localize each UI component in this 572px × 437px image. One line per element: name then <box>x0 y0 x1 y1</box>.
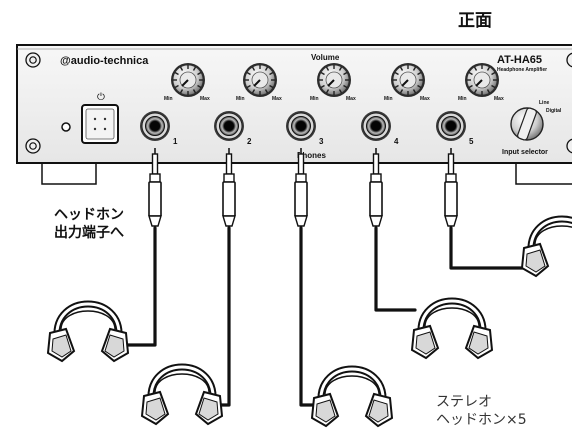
volume-min-label: Min <box>384 96 393 102</box>
cable-5 <box>449 226 532 270</box>
headphone-icon <box>48 304 128 361</box>
headphone-jack-2[interactable] <box>213 110 245 142</box>
power-button[interactable] <box>81 104 119 144</box>
power-icon: ⏻ <box>97 92 105 103</box>
headphone-jack-5[interactable] <box>435 110 467 142</box>
screw-icon <box>25 52 41 68</box>
screw-icon <box>25 138 41 154</box>
volume-label: Volume <box>311 53 340 62</box>
volume-knob-2[interactable] <box>242 62 278 98</box>
page-title: 正面 <box>458 11 492 31</box>
volume-max-label: Max <box>200 96 210 102</box>
jack-number-label: 2 <box>247 137 252 146</box>
screw-icon <box>566 52 572 68</box>
phones-label: Phones <box>297 151 326 160</box>
cable-4 <box>374 226 417 312</box>
headphone-icon <box>522 219 572 276</box>
headphone-jack-1[interactable] <box>139 110 171 142</box>
input-option-line: Line <box>539 100 549 106</box>
callout-line-2: 出力端子へ <box>54 224 124 241</box>
input-option-digital: Digital <box>546 108 562 114</box>
callout-line-1: ヘッドホン <box>54 207 124 223</box>
model-name: AT-HA65 <box>497 54 542 66</box>
device-foot-right <box>515 161 572 185</box>
input-selector-knob[interactable] <box>510 107 544 141</box>
cable-2 <box>213 226 231 407</box>
headphone-icon <box>412 301 492 358</box>
brand-logo: @audio-technica <box>60 55 149 67</box>
volume-knob-4[interactable] <box>390 62 426 98</box>
volume-knob-1[interactable] <box>170 62 206 98</box>
note-line-2: ヘッドホン×5 <box>436 412 527 428</box>
jack-number-label: 4 <box>394 137 399 146</box>
volume-max-label: Max <box>272 96 282 102</box>
device-foot-left <box>41 161 97 185</box>
screw-icon <box>566 138 572 154</box>
volume-min-label: Min <box>310 96 319 102</box>
volume-min-label: Min <box>164 96 173 102</box>
jack-number-label: 1 <box>173 137 178 146</box>
input-selector-label: Input selector <box>502 149 548 156</box>
volume-max-label: Max <box>420 96 430 102</box>
volume-max-label: Max <box>346 96 356 102</box>
jack-number-label: 3 <box>319 137 324 146</box>
cable-3 <box>299 226 316 407</box>
headphone-jack-4[interactable] <box>360 110 392 142</box>
volume-max-label: Max <box>494 96 504 102</box>
volume-min-label: Min <box>458 96 467 102</box>
headphone-jack-3[interactable] <box>285 110 317 142</box>
note-line-1: ステレオ <box>436 394 492 410</box>
headphone-icon <box>142 367 222 424</box>
volume-knob-5[interactable] <box>464 62 500 98</box>
cable-1 <box>122 226 157 347</box>
jack-number-label: 5 <box>469 137 474 146</box>
power-led <box>61 122 71 132</box>
volume-min-label: Min <box>236 96 245 102</box>
headphone-icon <box>312 369 392 426</box>
model-subtitle: Headphone Amplifier <box>497 67 547 73</box>
volume-knob-3[interactable] <box>316 62 352 98</box>
